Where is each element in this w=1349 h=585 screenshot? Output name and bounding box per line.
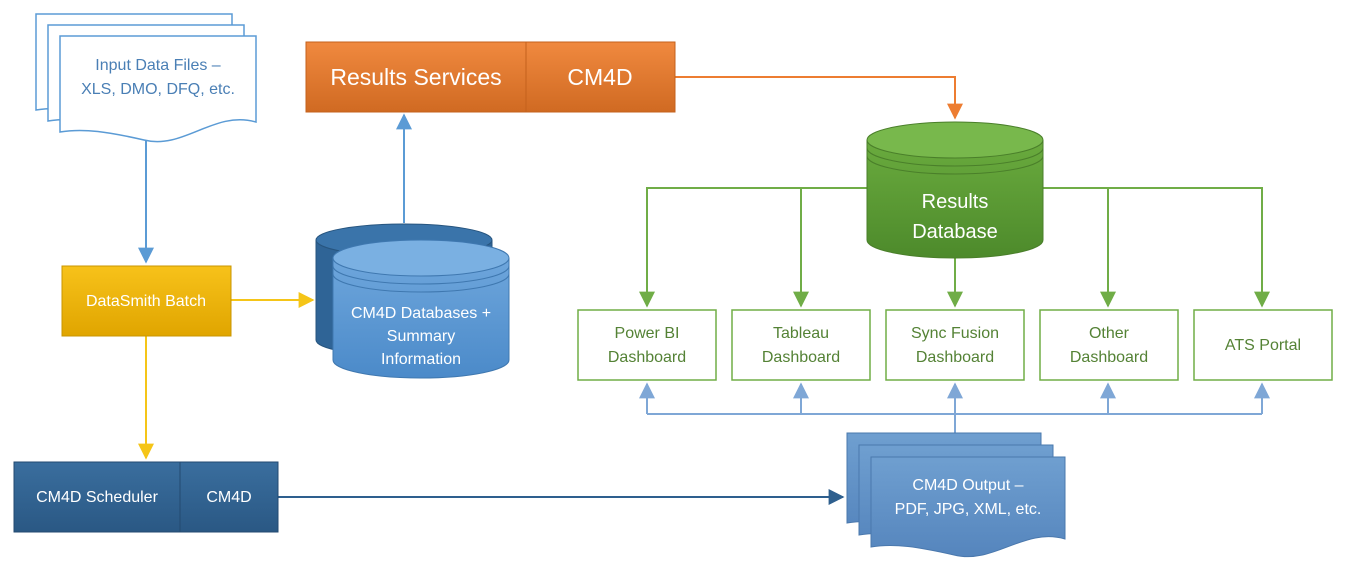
output-files-line1: CM4D Output – xyxy=(912,477,1023,494)
dashboard-sync-fusion-line1: Sync Fusion xyxy=(911,325,999,342)
results-services-label: Results Services xyxy=(330,64,501,90)
database-icon xyxy=(332,258,510,379)
output-files-line2: PDF, JPG, XML, etc. xyxy=(895,501,1042,518)
dashboard-tableau-line1: Tableau xyxy=(773,325,829,342)
input-data-files: Input Data Files – XLS, DMO, DFQ, etc. xyxy=(35,13,257,143)
results-database-line2: Database xyxy=(912,221,998,243)
datasmith-label: DataSmith Batch xyxy=(86,293,206,310)
results-services-box: Results Services CM4D xyxy=(305,41,676,113)
cm4d-output-files: CM4D Output – PDF, JPG, XML, etc. xyxy=(846,432,1066,558)
document-icon xyxy=(59,35,257,143)
dashboard-tableau-line2: Dashboard xyxy=(762,349,840,366)
dashboard-power-bi-line2: Dashboard xyxy=(608,349,686,366)
scheduler-label: CM4D Scheduler xyxy=(36,489,159,506)
cm4d-databases-line2: Summary xyxy=(387,328,455,345)
dashboard-power-bi: Power BI Dashboard xyxy=(577,309,717,381)
scheduler-cm4d: CM4D xyxy=(206,489,251,506)
dashboard-sync-fusion: Sync Fusion Dashboard xyxy=(885,309,1025,381)
dashboard-ats-portal: ATS Portal xyxy=(1193,309,1333,381)
cm4d-scheduler-box: CM4D Scheduler CM4D xyxy=(13,461,279,533)
input-files-line1: Input Data Files – xyxy=(95,57,221,74)
datasmith-batch-box: DataSmith Batch xyxy=(61,265,232,337)
dashboard-other-line2: Dashboard xyxy=(1070,349,1148,366)
results-database-line1: Results xyxy=(922,191,989,213)
dashboard-tableau: Tableau Dashboard xyxy=(731,309,871,381)
dashboard-other-line1: Other xyxy=(1089,325,1130,342)
document-icon xyxy=(870,456,1066,558)
input-files-line2: XLS, DMO, DFQ, etc. xyxy=(81,81,235,98)
dashboard-power-bi-line1: Power BI xyxy=(615,325,680,342)
cm4d-databases-line3: Information xyxy=(381,351,461,368)
results-database: Results Database xyxy=(866,121,1044,259)
arrow-results-services-to-results-database xyxy=(675,76,963,120)
database-icon xyxy=(866,140,1044,259)
results-services-cm4d: CM4D xyxy=(567,64,632,90)
cm4d-databases: CM4D Databases + Summary Information xyxy=(315,223,510,379)
dashboard-sync-fusion-line2: Dashboard xyxy=(916,349,994,366)
dashboard-other: Other Dashboard xyxy=(1039,309,1179,381)
dashboard-ats-portal-line1: ATS Portal xyxy=(1225,337,1301,354)
green-distribution-lines xyxy=(639,187,1270,308)
cm4d-databases-line1: CM4D Databases + xyxy=(351,305,491,322)
